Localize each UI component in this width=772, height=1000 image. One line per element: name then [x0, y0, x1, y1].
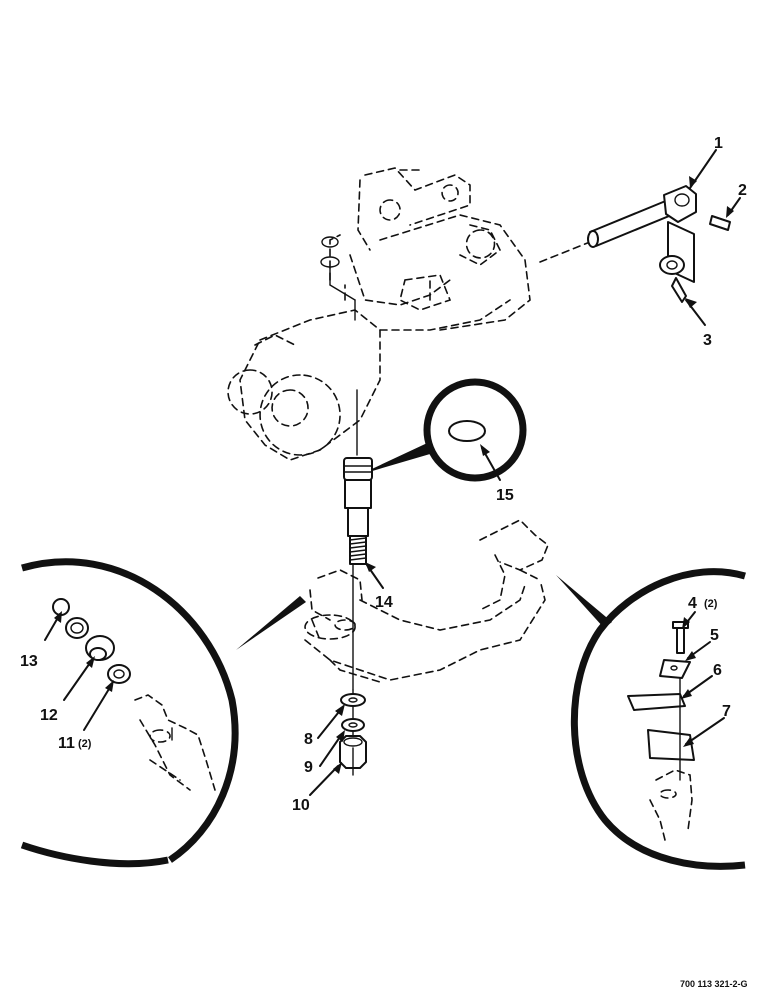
callout-14: 14: [375, 594, 393, 611]
quantity-11: (2): [78, 738, 92, 750]
pivot-frame-outline: [227, 167, 531, 461]
lower-arm-outline: [304, 519, 549, 683]
o-ring-detail-circle: [371, 378, 527, 482]
callout-5: 5: [710, 627, 719, 644]
callout-10: 10: [292, 797, 310, 814]
callout-13: 13: [20, 653, 38, 670]
left-detail-circle: [20, 558, 306, 868]
pin-part: [709, 215, 731, 231]
callout-8: 8: [304, 731, 313, 748]
pivot-shaft-assembly: [539, 185, 731, 303]
callout-6: 6: [713, 662, 722, 679]
pivot-pin-part: [343, 457, 373, 565]
frame-washer: [320, 236, 356, 321]
callout-4: 4: [688, 595, 697, 612]
callout-15: 15: [496, 487, 514, 504]
callout-12: 12: [40, 707, 58, 724]
leaders-center: [309, 562, 384, 796]
callout-1: 1: [714, 135, 723, 152]
callout-3: 3: [703, 332, 712, 349]
lower-hardware-stack: [339, 693, 367, 769]
callout-11: 11: [58, 735, 75, 752]
right-detail-circle: [556, 568, 746, 870]
callout-2: 2: [738, 182, 747, 199]
quantity-4: (2): [704, 598, 718, 610]
callout-9: 9: [304, 759, 313, 776]
figure-reference: 700 113 321-2-G: [680, 979, 748, 989]
leaders-top-right: [685, 149, 741, 326]
callout-7: 7: [722, 703, 731, 720]
